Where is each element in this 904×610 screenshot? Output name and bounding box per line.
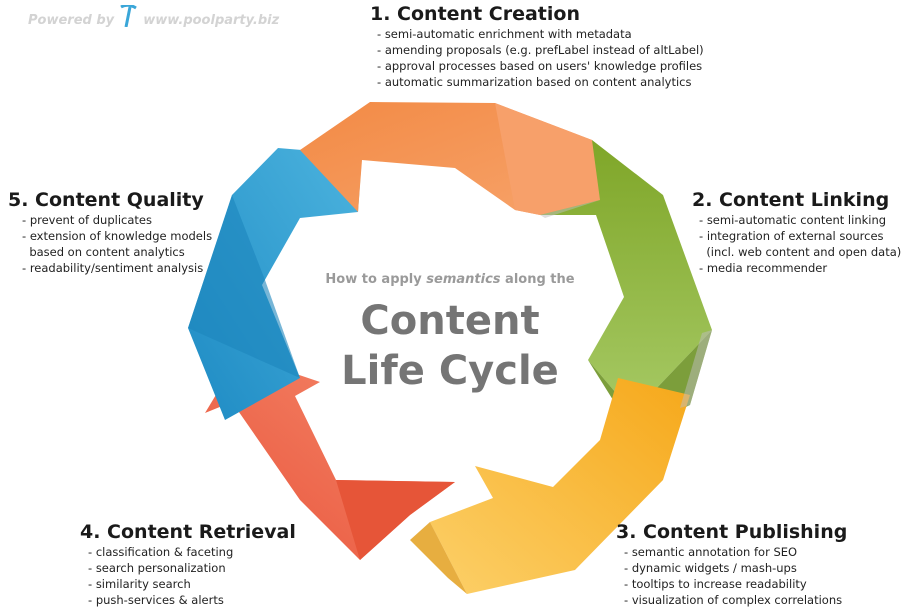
subtitle-post: along the	[500, 272, 575, 287]
list-item: amending proposals (e.g. prefLabel inste…	[377, 42, 704, 58]
list-item: integration of external sources	[699, 228, 901, 244]
publishing-arrow	[410, 378, 690, 594]
center-subtitle: How to apply semantics along the	[300, 272, 600, 287]
center-title-line1: Content	[360, 298, 540, 344]
creation-arrow	[300, 102, 600, 215]
subtitle-pre: How to apply	[325, 272, 427, 287]
list-item: based on content analytics	[29, 245, 185, 259]
stage-items: classification & faceting search persona…	[88, 544, 296, 608]
stage-items: semi-automatic content linking integrati…	[699, 212, 901, 276]
retrieval-arrow	[205, 355, 455, 560]
list-item: (incl. web content and open data)	[706, 245, 902, 259]
list-item: similarity search	[88, 576, 296, 592]
stage-title: 5. Content Quality	[8, 189, 204, 211]
stage-content-publishing: 3. Content Publishing semantic annotatio…	[616, 520, 847, 608]
stage-title: 1. Content Creation	[370, 3, 580, 25]
stage-content-linking: 2. Content Linking semi-automatic conten…	[692, 188, 901, 276]
stage-title: 3. Content Publishing	[616, 521, 848, 543]
subtitle-emphasis: semantics	[426, 272, 501, 287]
stage-items: semi-automatic enrichment with metadata …	[377, 26, 704, 90]
powered-by-label: Powered by	[28, 13, 115, 28]
stage-content-creation: 1. Content Creation semi-automatic enric…	[370, 2, 704, 90]
list-item: visualization of complex correlations	[624, 592, 847, 608]
stage-title: 2. Content Linking	[692, 189, 890, 211]
list-item: search personalization	[88, 560, 296, 576]
list-item: approval processes based on users' knowl…	[377, 58, 704, 74]
list-item: readability/sentiment analysis	[22, 260, 212, 276]
list-item: push-services & alerts	[88, 592, 296, 608]
stage-content-quality: 5. Content Quality prevent of duplicates…	[8, 188, 212, 276]
center-title-line2: Life Cycle	[341, 348, 559, 394]
poolparty-url: www.poolparty.biz	[143, 13, 280, 28]
stage-title: 4. Content Retrieval	[80, 521, 296, 543]
list-item: semi-automatic content linking	[699, 212, 901, 228]
quality-arrow	[188, 148, 362, 420]
list-item: tooltips to increase readability	[624, 576, 847, 592]
stage-items: semantic annotation for SEO dynamic widg…	[624, 544, 847, 608]
list-item: extension of knowledge models	[22, 228, 212, 244]
list-item: semantic annotation for SEO	[624, 544, 847, 560]
stage-items: prevent of duplicates extension of knowl…	[22, 212, 212, 276]
stage-content-retrieval: 4. Content Retrieval classification & fa…	[80, 520, 296, 608]
umbrella-icon	[119, 5, 137, 27]
list-item: semi-automatic enrichment with metadata	[377, 26, 704, 42]
list-item: media recommender	[699, 260, 901, 276]
list-item: classification & faceting	[88, 544, 296, 560]
powered-by-branding: Powered by www.poolparty.biz	[28, 5, 279, 28]
list-item: dynamic widgets / mash-ups	[624, 560, 847, 576]
list-item: automatic summarization based on content…	[377, 74, 704, 90]
list-item: prevent of duplicates	[22, 212, 212, 228]
